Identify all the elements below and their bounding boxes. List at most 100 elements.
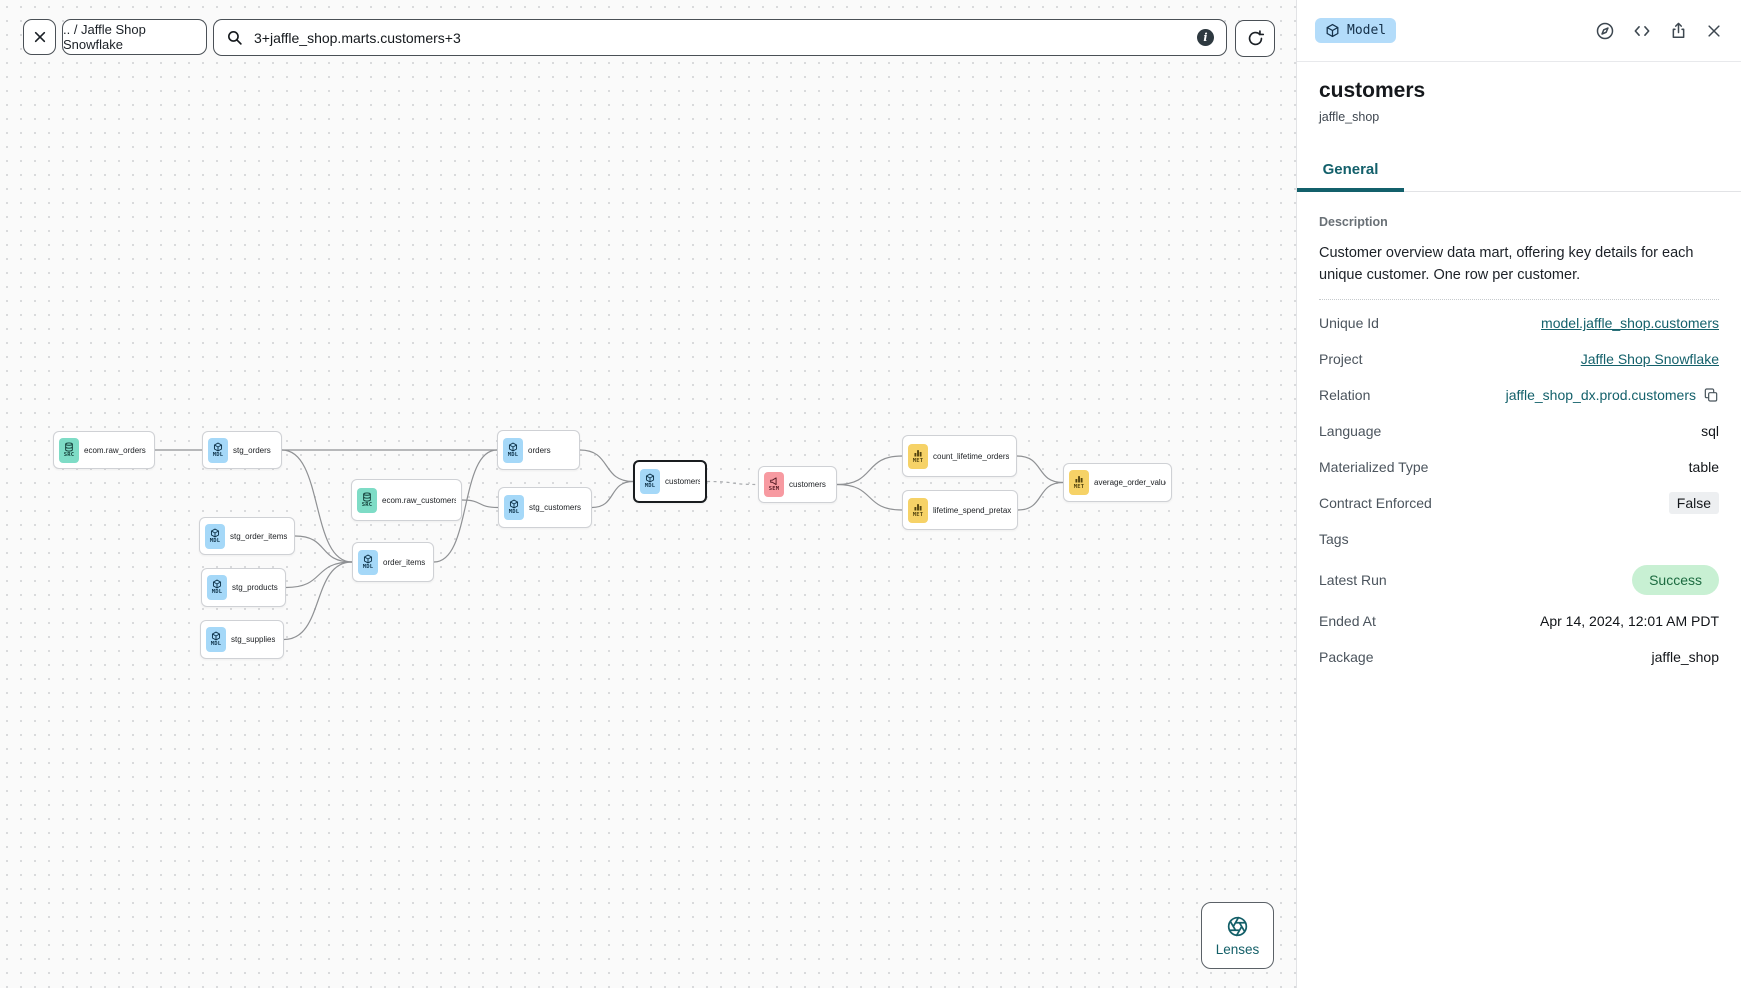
detail-value-latest-run: Success (1632, 565, 1719, 595)
model-icon: MDL (503, 437, 523, 463)
share-icon[interactable] (1669, 21, 1688, 40)
panel-tabs: General (1297, 161, 1741, 192)
dag-node-label: ecom.raw_customers (382, 495, 456, 505)
cube-icon (1325, 23, 1340, 38)
search-icon (226, 29, 243, 46)
dag-node-order_items[interactable]: MDL order_items (352, 542, 434, 582)
breadcrumb-label: .. / Jaffle Shop Snowflake (63, 22, 146, 52)
divider (1319, 299, 1719, 300)
panel-header: Model (1297, 0, 1741, 62)
refresh-icon (1246, 29, 1265, 48)
page-title: customers (1319, 79, 1426, 102)
detail-label-unique-id: Unique Id (1319, 315, 1379, 331)
refresh-button[interactable] (1235, 20, 1275, 57)
copy-icon[interactable] (1703, 387, 1719, 403)
description-text: Customer overview data mart, offering ke… (1319, 245, 1694, 283)
model-icon: MDL (640, 469, 660, 494)
info-icon[interactable]: i (1197, 29, 1214, 46)
dag-node-label: stg_orders (233, 445, 271, 455)
detail-label-contract-enforced: Contract Enforced (1319, 495, 1432, 511)
detail-label-relation: Relation (1319, 387, 1371, 403)
detail-label-materialized-type: Materialized Type (1319, 459, 1429, 475)
dag-node-stg_supplies[interactable]: MDL stg_supplies (200, 620, 284, 659)
detail-row-project: Project Jaffle Shop Snowflake (1319, 341, 1719, 377)
detail-row-package: Package jaffle_shop (1319, 639, 1719, 675)
dag-node-orders[interactable]: MDL orders (497, 430, 580, 470)
detail-row-unique-id: Unique Id model.jaffle_shop.customers (1319, 305, 1719, 341)
resource-type-badge: Model (1315, 18, 1397, 43)
dag-node-label: order_items (383, 557, 426, 567)
detail-value-ended-at: Apr 14, 2024, 12:01 AM PDT (1540, 613, 1719, 629)
close-icon[interactable] (1705, 22, 1723, 40)
dag-node-lifetime_spend_pretax[interactable]: MET lifetime_spend_pretax (902, 490, 1018, 530)
details-panel: Model customers jaffle_shop General Desc… (1296, 0, 1741, 988)
lens-aperture-icon (1226, 915, 1249, 938)
model-icon: MDL (358, 549, 378, 575)
dag-node-label: orders (528, 445, 551, 455)
dag-node-stg_products[interactable]: MDL stg_products (201, 568, 286, 607)
lenses-label: Lenses (1215, 941, 1260, 957)
code-icon[interactable] (1632, 21, 1652, 41)
model-icon: MDL (206, 627, 226, 652)
dag-node-count_lifetime_orders[interactable]: MET count_lifetime_orders (902, 435, 1017, 477)
metric-icon: MET (908, 497, 928, 523)
lineage-search[interactable]: i (213, 19, 1227, 56)
detail-row-tags: Tags (1319, 521, 1719, 557)
detail-value-unique-id[interactable]: model.jaffle_shop.customers (1541, 315, 1719, 331)
close-lineage-button[interactable] (23, 19, 56, 55)
source-icon: SRC (357, 487, 377, 513)
detail-label-tags: Tags (1319, 531, 1349, 547)
dag-node-customers_sem[interactable]: SEM customers (758, 466, 837, 503)
dag-node-label: customers (665, 477, 700, 486)
detail-value-package: jaffle_shop (1651, 649, 1719, 665)
detail-value-contract-enforced: False (1668, 492, 1719, 514)
dag-node-label: lifetime_spend_pretax (933, 505, 1012, 515)
search-input[interactable] (252, 28, 1188, 47)
model-icon: MDL (205, 523, 225, 549)
breadcrumb[interactable]: .. / Jaffle Shop Snowflake (62, 19, 207, 55)
resource-type-label: Model (1347, 23, 1387, 38)
dag-node-label: average_order_value (1094, 478, 1166, 487)
dag-node-customers[interactable]: MDL customers (633, 460, 707, 503)
dag-node-stg_order_items[interactable]: MDL stg_order_items (199, 517, 295, 555)
dag-node-label: count_lifetime_orders (933, 451, 1010, 461)
detail-value-project[interactable]: Jaffle Shop Snowflake (1580, 351, 1719, 367)
tab-general[interactable]: General (1297, 161, 1404, 192)
detail-value-language: sql (1701, 423, 1719, 439)
model-icon: MDL (208, 437, 228, 463)
description-label: Description (1319, 215, 1388, 229)
dag-node-label: stg_customers (529, 503, 582, 512)
detail-label-language: Language (1319, 423, 1382, 439)
detail-label-package: Package (1319, 649, 1374, 665)
dag-node-label: stg_supplies (231, 635, 276, 644)
detail-label-project: Project (1319, 351, 1363, 367)
metric-icon: MET (1069, 470, 1089, 495)
lenses-button[interactable]: Lenses (1201, 902, 1274, 969)
model-icon: MDL (207, 575, 227, 600)
panel-header-actions (1595, 21, 1723, 41)
semantic-model-icon: SEM (764, 472, 784, 497)
explore-compass-icon[interactable] (1595, 21, 1615, 41)
detail-value-relation: jaffle_shop_dx.prod.customers (1505, 387, 1696, 403)
dag-node-label: ecom.raw_orders (84, 445, 146, 455)
detail-row-language: Language sql (1319, 413, 1719, 449)
dag-node-label: customers (789, 480, 826, 489)
detail-row-contract-enforced: Contract Enforced False (1319, 485, 1719, 521)
dag-node-average_order_value[interactable]: MET average_order_value (1063, 463, 1172, 502)
dag-node-label: stg_order_items (230, 531, 288, 541)
detail-row-relation: Relation jaffle_shop_dx.prod.customers (1319, 377, 1719, 413)
metric-icon: MET (908, 443, 928, 469)
dag-node-ecom_raw_customers[interactable]: SRC ecom.raw_customers (351, 479, 462, 521)
model-icon: MDL (504, 495, 524, 520)
detail-label-latest-run: Latest Run (1319, 572, 1387, 588)
dag-node-stg_customers[interactable]: MDL stg_customers (498, 487, 592, 528)
detail-row-latest-run: Latest Run Success (1319, 557, 1719, 603)
dag-node-label: stg_products (232, 583, 278, 592)
close-icon (32, 29, 48, 45)
dag-node-stg_orders[interactable]: MDL stg_orders (202, 431, 282, 469)
dag-edges (154, 449, 1064, 641)
